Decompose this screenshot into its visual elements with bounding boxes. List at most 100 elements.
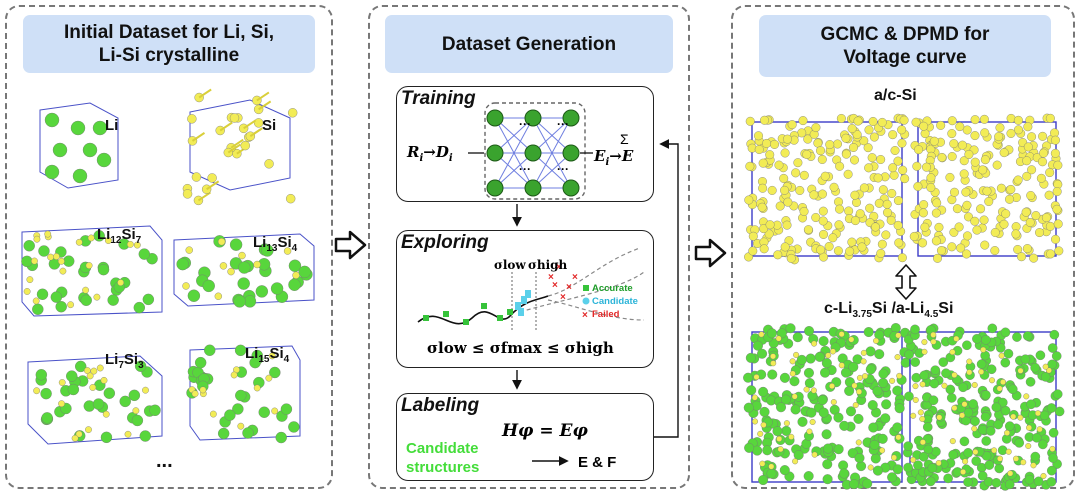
si-atom: [1049, 445, 1056, 452]
a-si-box-atom: [1023, 142, 1033, 152]
a-li45si-box-atom: [981, 335, 991, 345]
a-si-box-atom: [1022, 244, 1032, 254]
a-li45si-box-atom: [922, 422, 933, 432]
sigma-low-label: σlow: [494, 258, 526, 272]
a-si-box-atom: [911, 117, 921, 127]
c-si-box-atom: [745, 161, 755, 171]
failed-point: ×: [548, 272, 554, 283]
a-li45si-box-atom: [963, 477, 973, 487]
c-li375si-box-atom: [865, 346, 876, 357]
training-output-expression: Ei→E: [594, 147, 634, 168]
c-li375si-box-atom: [803, 471, 814, 482]
c-li375si-box-atom: [793, 449, 804, 460]
c-li375si-box-atom: [752, 340, 763, 351]
network-node: [562, 144, 580, 162]
label-li7si3: Li7Si3: [105, 351, 144, 371]
c-si-box-atom: [847, 237, 857, 247]
sigma-criterion: σlow ≤ σfmax ≤ σhigh: [427, 339, 614, 357]
si-atom: [856, 374, 863, 381]
c-si-box-atom: [864, 125, 874, 135]
c-li375si-box-atom: [844, 385, 855, 396]
a-si-box-atom: [990, 228, 1000, 238]
c-si-box-atom: [819, 229, 829, 239]
si-atom: [997, 455, 1004, 462]
c-si-box-atom: [873, 173, 883, 183]
li-atom: [75, 360, 87, 373]
si-atom: [856, 388, 863, 395]
a-si-box-atom: [1045, 221, 1055, 231]
sigma-high-label: σhigh: [528, 258, 568, 272]
failed-point: ×: [556, 262, 562, 273]
a-li45si-box-atom: [1049, 329, 1060, 340]
c-si-box-atom: [803, 225, 813, 235]
a-si-box-atom: [995, 123, 1005, 133]
c-li375si-box-atom: [746, 385, 757, 396]
c-li375si-box-atom: [790, 404, 801, 415]
c-li375si-box-atom: [757, 348, 768, 359]
dataset-generation-header: Dataset Generation: [385, 15, 673, 73]
a-li45si-box-atom: [1000, 405, 1011, 416]
a-si-box-atom: [980, 128, 990, 138]
c-si-box-atom: [853, 116, 863, 126]
c-si-box-atom: [817, 154, 827, 164]
schrodinger-equation: Hφ = Eφ: [502, 421, 588, 441]
si-atom: [867, 464, 874, 471]
si-atom: [1034, 410, 1041, 417]
c-si-box-atom: [894, 238, 904, 248]
li-atom: [229, 238, 243, 251]
li-atom: [224, 409, 236, 421]
c-si-box-atom: [816, 245, 826, 255]
a-si-box-atom: [1044, 190, 1054, 200]
c-li375si-box-atom: [874, 329, 885, 340]
si-atom: [86, 372, 94, 380]
a-si-box-atom: [921, 162, 931, 172]
a-si-box-atom: [949, 139, 959, 149]
c-li375si-box-atom: [868, 422, 879, 433]
ac-si-label: a/c-Si: [874, 87, 917, 104]
a-si-box-atom: [980, 240, 990, 250]
si-atom: [793, 351, 800, 358]
legend-accurate: Accurate: [592, 283, 633, 294]
si-atom: [67, 301, 74, 309]
hidden-dots-1: ···: [519, 117, 531, 131]
si-atom: [960, 468, 967, 475]
si-atom: [264, 159, 274, 169]
si-atom: [253, 260, 261, 269]
a-li45si-box-atom: [938, 357, 949, 367]
a-si-box-atom: [912, 161, 922, 171]
a-li45si-box-atom: [1048, 427, 1059, 438]
c-si-box-atom: [834, 220, 844, 230]
si-bond: [198, 88, 212, 99]
si-atom: [921, 348, 928, 355]
si-atom: [93, 293, 101, 301]
si-atom: [1004, 429, 1011, 436]
a-si-box-atom: [1052, 204, 1062, 214]
si-atom: [185, 246, 193, 254]
li-atom: [255, 285, 269, 298]
a-li45si-box-atom: [1054, 406, 1065, 417]
candidate-point: [525, 290, 531, 298]
a-si-box-atom: [1006, 184, 1016, 194]
si-atom: [972, 448, 979, 455]
si-atom: [217, 238, 226, 246]
a-li45si-box-atom: [1035, 350, 1046, 361]
c-li375si-box-atom: [874, 349, 885, 360]
si-atom: [124, 430, 132, 438]
network-node: [486, 144, 504, 162]
li-atom: [139, 430, 151, 442]
si-atom: [23, 288, 31, 295]
si-atom: [219, 262, 228, 270]
c-li375si-box-atom: [878, 377, 889, 388]
a-li45si-box-atom: [987, 323, 998, 334]
a-si-box-atom: [1045, 113, 1055, 123]
training-box: [396, 86, 654, 202]
li-atom: [66, 370, 78, 382]
a-si-box-atom: [1006, 128, 1016, 138]
si-atom: [285, 193, 296, 204]
gcmc-title-line2: Voltage curve: [843, 47, 967, 68]
c-li375si-box-atom: [796, 354, 807, 365]
a-si-box-atom: [931, 236, 941, 246]
c-li375si-box-atom: [758, 475, 769, 486]
c-si-box-atom: [881, 230, 891, 240]
